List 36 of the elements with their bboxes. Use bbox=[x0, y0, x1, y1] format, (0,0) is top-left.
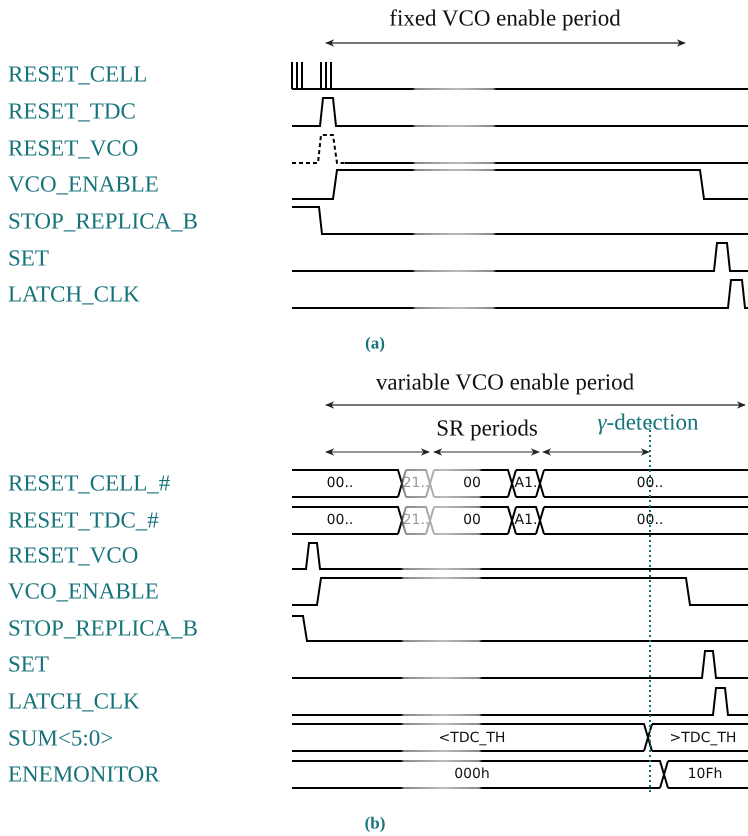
signal-name: ENEMONITOR bbox=[8, 762, 160, 786]
signal-name: RESET_CELL_# bbox=[8, 472, 170, 494]
panel-label: (b) bbox=[364, 814, 386, 832]
panel-label: (a) bbox=[365, 334, 385, 352]
signal-name: SET bbox=[8, 246, 49, 270]
signal-name: RESET_VCO bbox=[8, 544, 138, 566]
bus-value: 00 bbox=[463, 513, 481, 527]
bus-value: A1. bbox=[514, 513, 538, 527]
signal-name: LATCH_CLK bbox=[8, 282, 140, 306]
period-label: variable VCO enable period bbox=[376, 370, 634, 394]
period-label: SR periods bbox=[436, 416, 538, 440]
signal-name: SET bbox=[8, 652, 49, 676]
bus-value: 00.. bbox=[636, 513, 664, 527]
signal-name: VCO_ENABLE bbox=[8, 172, 159, 196]
bus-value: 000h bbox=[454, 767, 490, 781]
bus-value: 00.. bbox=[326, 476, 354, 490]
signal-name: SUM<5:0> bbox=[8, 726, 114, 750]
signal-name: RESET_TDC bbox=[8, 100, 136, 122]
period-label: fixed VCO enable period bbox=[389, 6, 621, 30]
signal-name: STOP_REPLICA_B bbox=[8, 616, 198, 640]
bus-value: 10Fh bbox=[688, 767, 722, 781]
signal-name: RESET_VCO bbox=[8, 136, 138, 160]
bus-value: 21.. bbox=[402, 513, 430, 527]
bus-value: 21.. bbox=[402, 476, 430, 490]
bus-value: 00 bbox=[463, 476, 481, 490]
bus-value: >TDC_TH bbox=[670, 731, 736, 745]
signal-name: VCO_ENABLE bbox=[8, 580, 159, 602]
bus-value: <TDC_TH bbox=[438, 731, 506, 745]
signal-name: STOP_REPLICA_B bbox=[8, 210, 198, 232]
bus-value: 00.. bbox=[636, 476, 664, 490]
signal-name: RESET_CELL bbox=[8, 62, 148, 86]
signal-name: LATCH_CLK bbox=[8, 690, 140, 712]
detection-label: γ-detection bbox=[597, 410, 699, 434]
bus-value: 00.. bbox=[326, 513, 354, 527]
signal-name: RESET_TDC_# bbox=[8, 508, 159, 532]
bus-value: A1. bbox=[514, 476, 538, 490]
